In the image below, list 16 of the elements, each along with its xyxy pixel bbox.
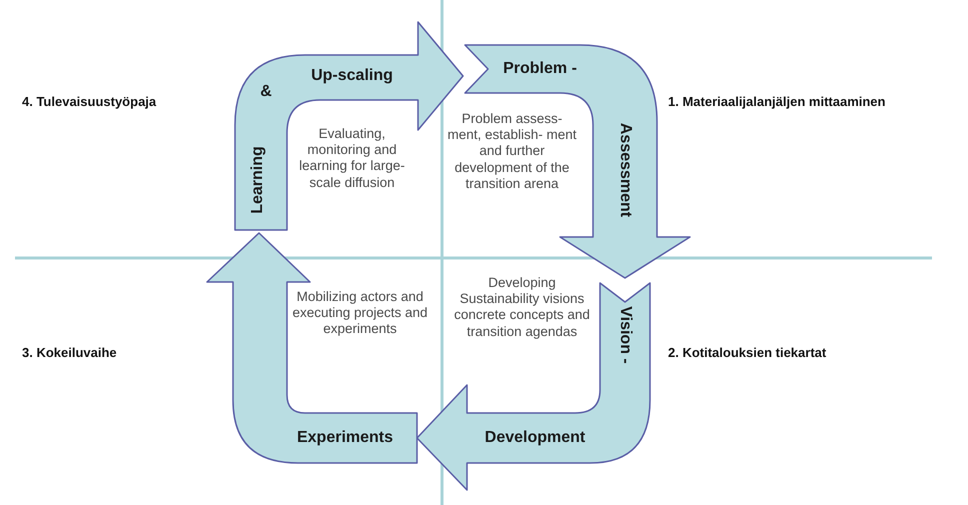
description-text: Problem assess- ment, establish- ment and further development of the transition arena [446, 111, 578, 192]
phase-title: Assessment [617, 122, 633, 218]
phase-title: Vision - [617, 306, 633, 364]
phase-title: Learning [250, 146, 266, 214]
description-text: Mobilizing actors and executing projects and experiments [291, 289, 429, 338]
description-text: Developing Sustainability visions concrete concepts and transition agendas [454, 275, 590, 340]
step-label: 3. Kokeiluvaihe [22, 345, 117, 360]
description-text: Evaluating, monitoring and learning for large-scale diffusion [298, 126, 406, 191]
phase-title: Experiments [296, 430, 394, 446]
phase-title: & [260, 84, 272, 100]
step-label: 1. Materiaalijalanjäljen mittaaminen [668, 94, 886, 109]
phase-title: Up-scaling [311, 68, 393, 84]
phase-title: Development [484, 430, 586, 446]
step-label: 4. Tulevaisuustyöpaja [22, 94, 156, 109]
phase-title: Problem - [503, 61, 577, 77]
step-label: 2. Kotitalouksien tiekartat [668, 345, 826, 360]
